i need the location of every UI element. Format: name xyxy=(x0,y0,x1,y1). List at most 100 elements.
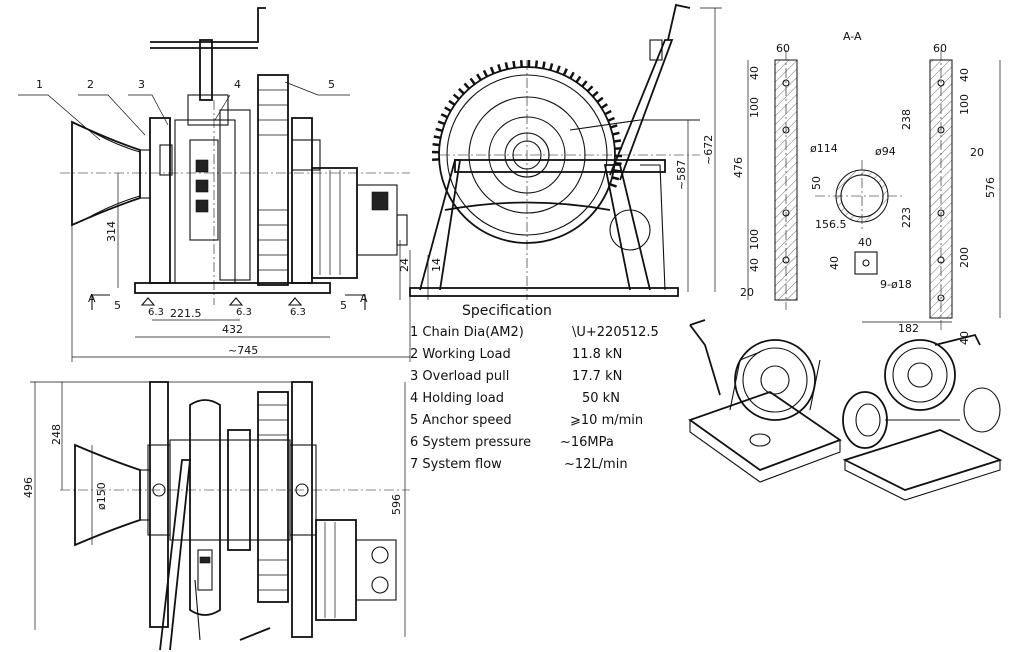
balloon-1: 1 xyxy=(36,78,43,91)
dim-156-5: 156.5 xyxy=(815,218,847,231)
dim-100-top-left: 100 xyxy=(748,97,761,118)
spec-value-working-load: 11.8 kN xyxy=(572,347,623,362)
gear-tooth xyxy=(504,62,509,70)
gear-tooth xyxy=(591,90,599,98)
gear-tooth xyxy=(556,65,561,73)
dim-40-side: 40 xyxy=(828,256,841,270)
gear-tooth xyxy=(489,66,495,75)
dim-5-left: 5 xyxy=(114,299,121,312)
gear-tooth xyxy=(600,103,608,110)
balloon-2: 2 xyxy=(87,78,94,91)
dim-60-right: 60 xyxy=(933,42,947,55)
dim-672: ~672 xyxy=(702,135,715,165)
gear-tooth xyxy=(458,87,465,95)
dim-40-top: 40 xyxy=(858,236,872,249)
dim-20-right: 20 xyxy=(970,146,984,159)
spec-value-overload-pull: 17.7 kN xyxy=(572,369,623,384)
plan-view: 496 248 596 ø150 xyxy=(22,381,410,651)
dim-223: 223 xyxy=(900,207,913,228)
dim-576: 576 xyxy=(984,177,997,198)
isometric-left xyxy=(688,319,842,483)
spec-label-chain-dia: 1 Chain Dia(AM2) xyxy=(410,325,524,340)
spec-label-overload-pull: 3 Overload pull xyxy=(410,369,510,384)
base-mid-section: ø114 ø94 50 156.5 40 40 9-ø18 xyxy=(810,142,912,291)
gear-tooth xyxy=(569,71,575,80)
gear-tooth xyxy=(604,109,612,116)
balloon-5: 5 xyxy=(328,78,335,91)
spec-value-system-flow: ~12L/min xyxy=(564,457,628,472)
plan-gear-teeth xyxy=(258,404,288,591)
spec-title: Specification xyxy=(462,303,552,319)
gear-tooth xyxy=(612,131,620,136)
dim-476: 476 xyxy=(732,157,745,178)
gear-tooth xyxy=(607,116,615,122)
dim-238: 238 xyxy=(900,109,913,130)
gear-tooth xyxy=(440,113,449,119)
gear-tooth xyxy=(586,85,594,93)
dim-200: 200 xyxy=(958,247,971,268)
gear-tooth xyxy=(497,64,502,72)
gear-tooth xyxy=(611,176,620,181)
gear-tooth xyxy=(614,161,622,166)
dim-100-bottom-left: 100 xyxy=(748,229,761,250)
dim-40-bottom-left: 40 xyxy=(748,258,761,272)
gear-tooth xyxy=(433,135,441,140)
dim-40-top-left: 40 xyxy=(748,66,761,80)
dim-9-phi18: 9-ø18 xyxy=(880,278,912,291)
isometric-right xyxy=(842,333,1003,501)
dim-14: 14 xyxy=(430,258,443,272)
gear-tooth xyxy=(596,96,604,103)
spec-label-working-load: 2 Working Load xyxy=(410,347,511,362)
gear-tooth xyxy=(519,60,523,68)
spec-value-chain-dia: \U+220512.5 xyxy=(572,325,659,340)
front-view: 1 2 3 4 5 314 221.5 432 ~745 A A 5 5 6.3… xyxy=(18,7,411,362)
gear-tooth xyxy=(432,142,440,147)
dim-50: 50 xyxy=(810,176,823,190)
section-marker-left: A xyxy=(88,292,96,305)
dim-587: ~587 xyxy=(675,160,688,190)
gear-tooth xyxy=(575,75,582,83)
side-view: ~587 ~672 24 14 xyxy=(398,3,722,300)
gear-tooth xyxy=(549,63,554,71)
spec-label-system-pressure: 6 System pressure xyxy=(410,435,532,450)
spec-label-system-flow: 7 System flow xyxy=(410,457,502,472)
dim-221-5: 221.5 xyxy=(170,307,202,320)
dim-432: 432 xyxy=(222,323,243,336)
gear-tooth xyxy=(534,60,539,68)
dim-596: 596 xyxy=(390,494,403,515)
dim-40-top-right: 40 xyxy=(958,68,971,82)
gear-tooth xyxy=(448,99,456,106)
gear-tooth xyxy=(463,82,471,90)
gear-tooth xyxy=(444,106,452,112)
roughness-1: 6.3 xyxy=(148,307,164,318)
dim-phi114: ø114 xyxy=(810,142,838,155)
spec-label-anchor-speed: 5 Anchor speed xyxy=(410,413,512,428)
gear-tooth xyxy=(452,93,460,101)
spec-label-holding-load: 4 Holding load xyxy=(410,391,505,406)
dim-60-left: 60 xyxy=(776,42,790,55)
balloon-4: 4 xyxy=(234,78,241,91)
dim-20-left: 20 xyxy=(740,286,754,299)
dim-24: 24 xyxy=(398,258,411,272)
gear-tooth xyxy=(613,139,622,143)
gear-tooth xyxy=(562,68,568,76)
dim-496: 496 xyxy=(22,477,35,498)
section-marker-right: A xyxy=(360,292,368,305)
gear-tooth xyxy=(437,120,446,126)
dim-182: 182 xyxy=(898,322,919,335)
gear-tooth xyxy=(610,124,618,129)
spec-value-holding-load: 50 kN xyxy=(582,391,620,406)
dim-5-right: 5 xyxy=(340,299,347,312)
dim-314: 314 xyxy=(105,221,118,242)
section-label: A-A xyxy=(843,30,862,43)
gear-tooth xyxy=(435,127,443,133)
roughness-2: 6.3 xyxy=(236,307,252,318)
gear-tooth xyxy=(609,183,618,188)
spec-value-anchor-speed: ⩾10 m/min xyxy=(570,413,644,428)
dim-phi94: ø94 xyxy=(875,145,896,158)
dim-745: ~745 xyxy=(228,344,258,357)
gear-tooth xyxy=(512,60,516,69)
dim-phi150: ø150 xyxy=(95,482,108,510)
gear-tooth xyxy=(581,80,588,88)
